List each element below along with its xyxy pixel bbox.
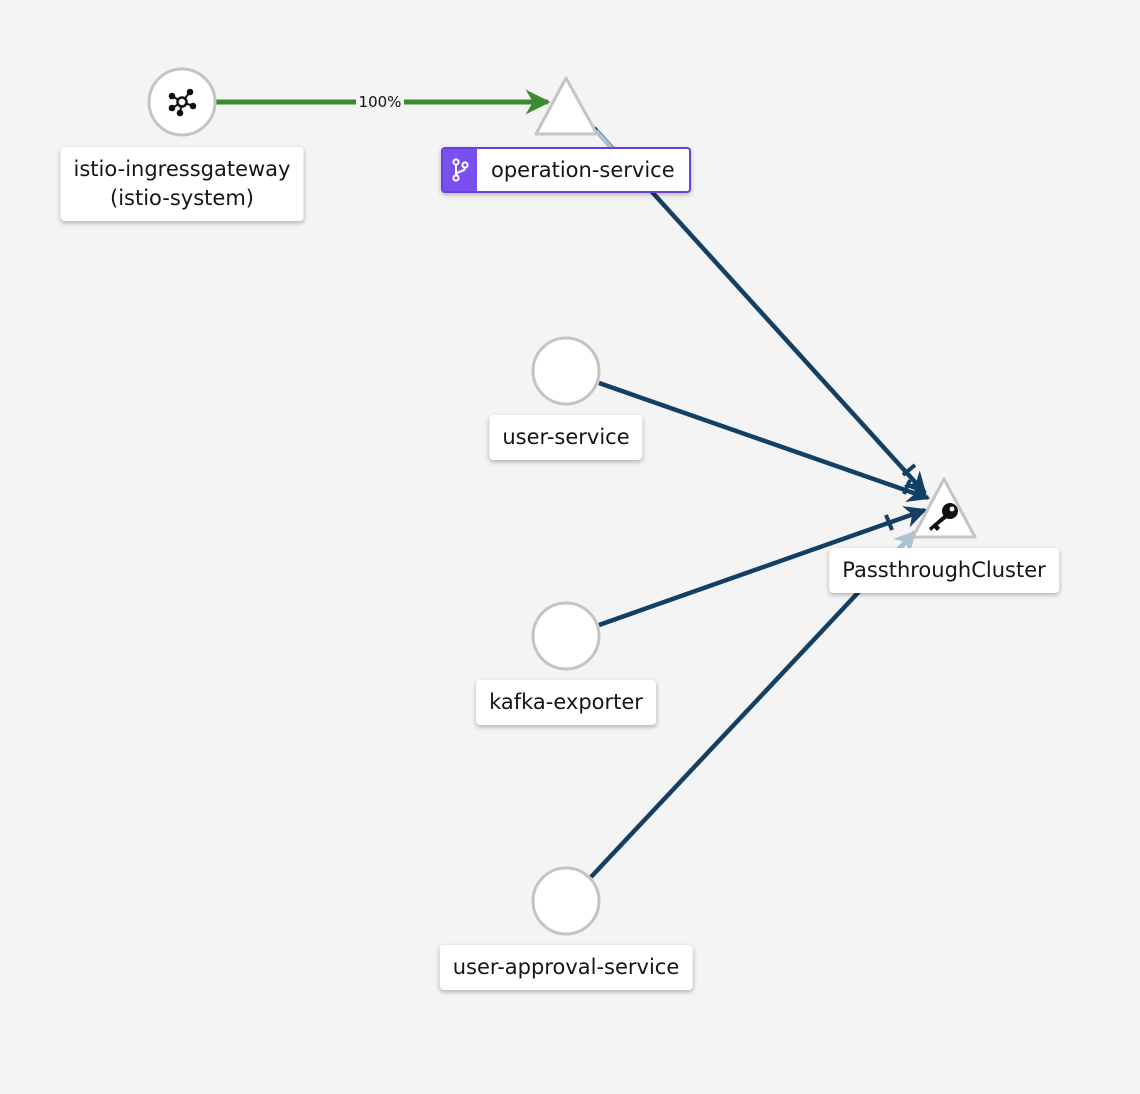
node-user-approval-service[interactable] [531,866,601,936]
tcp-tick [902,479,912,495]
label-kafka-exporter[interactable]: kafka-exporter [476,680,656,725]
node-kafka-exporter[interactable] [531,601,601,671]
operation-service-name: operation-service [491,158,675,182]
tcp-tick [901,463,917,477]
node-user-service[interactable] [531,336,601,406]
node-operation-service[interactable] [534,76,599,136]
edge-ingress-to-operation-service[interactable]: 100% [216,89,551,115]
edge-label-percent: 100% [359,93,402,111]
edge-user-service-to-passthrough[interactable] [598,380,931,502]
node-passthrough-cluster[interactable] [911,477,977,539]
label-user-service[interactable]: user-service [489,415,643,460]
gateway-icon [168,88,197,117]
label-user-approval-service[interactable]: user-approval-service [439,945,693,990]
edge-kafka-exporter-to-passthrough[interactable] [598,506,928,628]
virtual-service-icon [443,149,477,191]
tcp-tick [884,514,894,531]
label-operation-service[interactable]: operation-service [441,147,691,193]
label-passthrough-cluster[interactable]: PassthroughCluster [829,548,1059,593]
key-icon [929,503,958,531]
label-istio-ingressgateway[interactable]: istio-ingressgateway (istio-system) [60,147,304,221]
edge-label-bg [356,91,404,111]
node-istio-ingressgateway[interactable] [147,67,217,137]
